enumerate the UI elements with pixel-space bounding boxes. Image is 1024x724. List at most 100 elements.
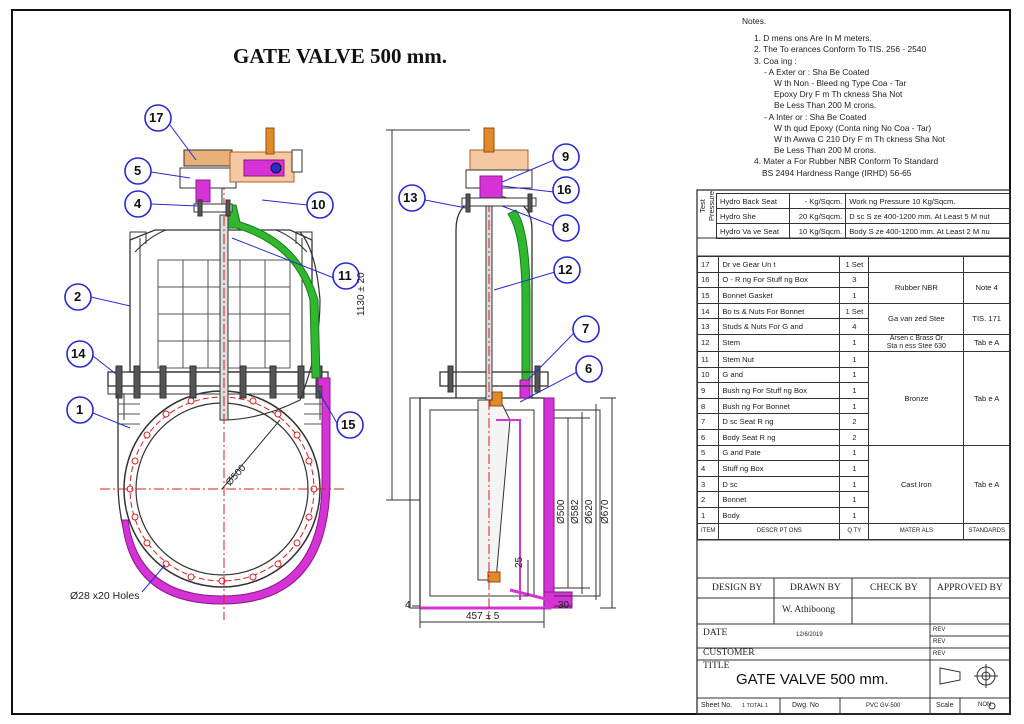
parts-cell: 1 Set: [839, 256, 870, 273]
parts-cell: 13: [696, 318, 720, 335]
drawn-by-name: W. Athiboong: [782, 605, 835, 615]
parts-cell: 17: [696, 256, 720, 273]
test-row: Hydro Back Seat- Kg/Sqcm.Work ng Pressur…: [715, 193, 1010, 209]
test-value: - Kg/Sqcm.: [789, 193, 847, 209]
test-name: Hydro Va ve Seat: [715, 223, 791, 239]
parts-cell: 1: [839, 397, 870, 415]
parts-cell: Body: [718, 506, 841, 524]
parts-cell: Bush ng For Bonnet: [718, 397, 841, 415]
parts-cell: [868, 256, 965, 273]
parts-cell: Tab e A: [963, 350, 1010, 446]
parts-cell: 1: [839, 491, 870, 508]
parts-cell: 1: [839, 366, 870, 384]
callout-8: 8: [562, 220, 570, 235]
parts-cell: 1: [839, 287, 870, 304]
parts-cell: Body Seat R ng: [718, 428, 841, 446]
parts-cell: 1 Set: [839, 302, 870, 320]
note-line: W th qud Epoxy (Conta ning No Coa - Tar): [774, 122, 932, 133]
parts-cell: O - R ng For Stuff ng Box: [718, 271, 841, 289]
parts-cell: 10: [696, 366, 720, 384]
parts-cell: D sc Seat R ng: [718, 413, 841, 430]
note-line: - A Inter or : Sha Be Coated: [764, 111, 867, 122]
parts-cell: TIS. 171: [963, 302, 1010, 335]
notes-block: Notes. 1. D mens ons Are In M meters. 2.…: [742, 16, 945, 179]
dim-height: 1130 ± 20: [356, 272, 367, 316]
test-pressure-label: Test Pressure: [698, 191, 716, 222]
body-section-magenta: [121, 377, 331, 605]
front-view: [100, 127, 345, 620]
note-line: - A Exter or : Sha Be Coated: [764, 66, 870, 77]
parts-cell: 3: [696, 475, 720, 493]
dim-holes: Ø28 x20 Holes: [70, 590, 140, 602]
test-name: Hydro She: [715, 208, 791, 224]
notes-heading: Notes.: [742, 16, 767, 26]
parts-cell: Rubber NBR: [868, 271, 965, 304]
dim-30: 30: [558, 600, 570, 611]
parts-cell: 2: [839, 428, 870, 446]
scale-label: Scale: [936, 702, 954, 709]
dim-d500: Ø500: [556, 499, 567, 524]
parts-cell: Studs & Nuts For G and: [718, 318, 841, 335]
bonnet-section-green: [227, 204, 321, 379]
flange-bolts: [115, 365, 323, 399]
note-line: 1. D mens ons Are In M meters.: [754, 33, 872, 44]
parts-cell: 1: [839, 506, 870, 524]
parts-cell: Stem Nut: [718, 350, 841, 368]
note-line: W th Non - Bleed ng Type Coa - Tar: [774, 78, 907, 89]
note-line: 3. Coa ing :: [754, 55, 797, 66]
parts-cell: Ga van zed Stee: [868, 302, 965, 335]
note-line: 4. Mater a For Rubber NBR Conform To Sta…: [754, 156, 939, 167]
parts-cell: 1: [696, 506, 720, 524]
date-value: 12/6/2019: [796, 632, 823, 638]
parts-header-desc: DESCR PT ONS: [718, 522, 841, 540]
parts-cell: 1: [839, 460, 870, 477]
callout-10: 10: [311, 197, 326, 212]
callout-5: 5: [134, 163, 142, 178]
parts-cell: 2: [839, 413, 870, 430]
callout-14: 14: [71, 346, 86, 361]
callout-11: 11: [338, 268, 352, 283]
test-name: Hydro Back Seat: [715, 193, 791, 209]
check-by-label: CHECK BY: [870, 583, 918, 593]
callout-7: 7: [582, 321, 590, 336]
scale-value: NON: [978, 702, 992, 708]
parts-cell: G and Pate: [718, 444, 841, 462]
side-bonnet-green: [507, 209, 531, 381]
parts-cell: 5: [696, 444, 720, 462]
side-gear: [469, 149, 529, 171]
customer-label: CUSTOMER: [703, 648, 755, 658]
drawing-title: GATE VALVE 500 mm.: [233, 44, 447, 68]
test-value: 20 Kg/Sqcm.: [789, 208, 847, 224]
parts-cell: Bush ng For Stuff ng Box: [718, 382, 841, 399]
parts-cell: Bonnet Gasket: [718, 287, 841, 304]
parts-header-item: ITEM: [696, 522, 720, 540]
date-label: DATE: [703, 628, 728, 638]
parts-cell: [963, 256, 1010, 273]
test-pressure-table: Hydro Back Seat- Kg/Sqcm.Work ng Pressur…: [715, 193, 1010, 239]
material-text: Arsen c Brass Or: [889, 334, 943, 342]
parts-cell: 16: [696, 271, 720, 289]
dim-25: 25: [514, 556, 525, 568]
test-value: 10 Kg/Sqcm.: [789, 223, 847, 239]
parts-cell: Bonnet: [718, 491, 841, 508]
drawn-by-label: DRAWN BY: [790, 583, 841, 593]
callout-15: 15: [341, 417, 356, 432]
rev-3: REV: [933, 651, 946, 657]
parts-cell: Bronze: [868, 350, 965, 446]
bolt-holes: [126, 397, 318, 585]
parts-cell: 8: [696, 397, 720, 415]
parts-cell: Note 4: [963, 271, 1010, 304]
parts-cell: 7: [696, 413, 720, 430]
parts-cell: 11: [696, 350, 720, 368]
callout-12: 12: [558, 262, 573, 277]
